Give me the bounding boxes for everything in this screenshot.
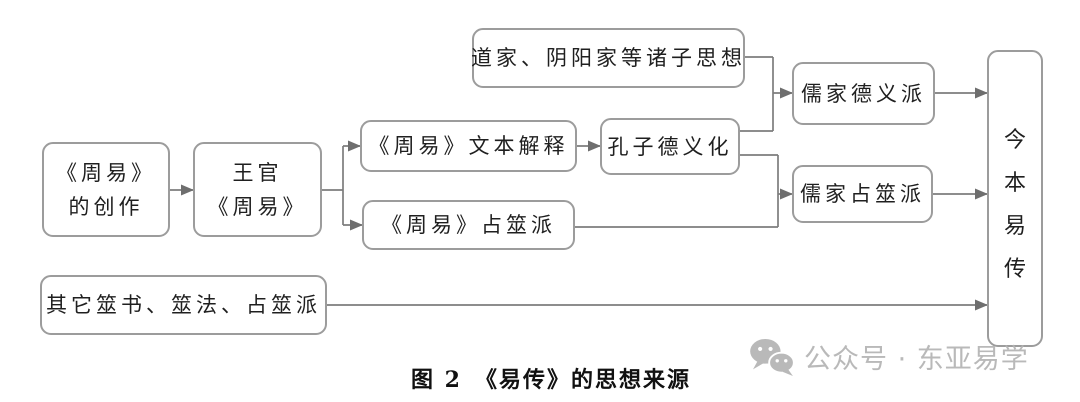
node-rujia-deyipai: 儒家德义派 xyxy=(792,62,935,125)
node-label: 《周易》 xyxy=(207,194,308,219)
node-label: 《周易》占筮派 xyxy=(381,213,556,237)
node-jinben-yizhuan: 今 本 易 传 xyxy=(987,50,1043,347)
watermark: 公众号 · 东亚易学 xyxy=(748,337,1029,376)
node-label-char: 传 xyxy=(1003,257,1026,282)
node-label: 孔子德义化 xyxy=(607,134,733,159)
node-kongzi-deyihua: 孔子德义化 xyxy=(600,118,740,175)
node-label-char: 今 xyxy=(1003,128,1026,153)
node-wangguan-zhouyi: 王官 《周易》 xyxy=(193,142,322,237)
figure-caption: 图 2 《易传》的思想来源 xyxy=(411,367,691,393)
node-label: 王官 xyxy=(232,160,283,185)
node-rujia-zhanshipai: 儒家占筮派 xyxy=(792,165,933,223)
node-zhouyi-zhanshipai: 《周易》占筮派 xyxy=(362,200,575,250)
node-daojia: 道家、阴阳家等诸子思想 xyxy=(471,28,746,88)
node-wenben-jieshi: 《周易》文本解释 xyxy=(360,120,577,172)
node-label-char: 本 xyxy=(1003,171,1026,196)
node-label: 《周易》 xyxy=(56,160,156,185)
node-label: 的创作 xyxy=(68,194,144,219)
node-label: 道家、阴阳家等诸子思想 xyxy=(471,46,746,70)
watermark-text: 公众号 · 东亚易学 xyxy=(804,344,1029,375)
node-label-char: 易 xyxy=(1003,214,1026,239)
node-label: 儒家占筮派 xyxy=(800,182,925,206)
node-label: 其它筮书、筮法、占筮派 xyxy=(46,293,321,317)
node-zhouyi-creation: 《周易》 的创作 xyxy=(42,142,170,237)
node-label: 儒家德义派 xyxy=(801,81,926,106)
wechat-icon xyxy=(750,338,795,376)
node-qita-shishu: 其它筮书、筮法、占筮派 xyxy=(40,275,327,335)
node-label: 《周易》文本解释 xyxy=(368,134,569,158)
